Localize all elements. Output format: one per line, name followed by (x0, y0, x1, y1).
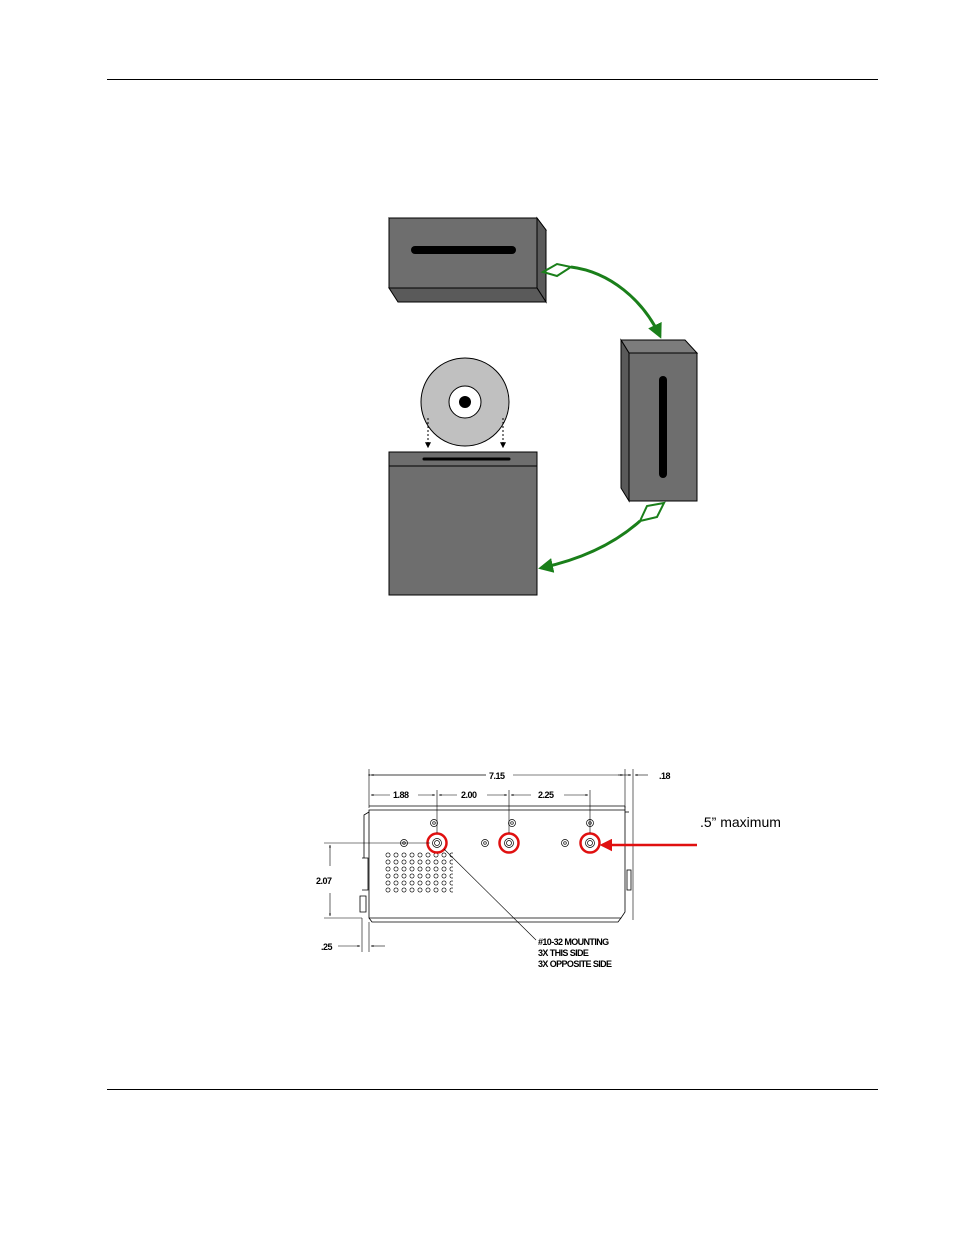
highlight-circle-1 (426, 832, 448, 854)
callout-label: .5” maximum (700, 814, 781, 830)
vertical-unit-side (620, 338, 630, 503)
side-screws (400, 839, 569, 847)
dimension-lines (324, 769, 648, 952)
horizontal-unit-bottom (388, 287, 547, 303)
dim-spacing-2: 2.00 (461, 790, 477, 800)
vertical-unit (620, 338, 699, 503)
dim-side-offset: .18 (659, 771, 671, 781)
header-rule (107, 79, 878, 80)
rotation-arrow-2 (538, 501, 666, 573)
dim-spacing-3: 2.25 (538, 790, 554, 800)
mounting-holes (432, 838, 595, 848)
mounting-note-line-3: 3X OPPOSITE SIDE (538, 959, 612, 969)
top-screws (430, 819, 594, 827)
dim-height: 2.07 (316, 876, 332, 886)
orientation-diagram (388, 216, 699, 596)
footer-rule (107, 1089, 878, 1090)
rotation-arrow-1 (540, 262, 662, 339)
dim-bottom-offset: .25 (321, 942, 333, 952)
highlight-circle-2 (498, 832, 520, 854)
mounting-note-line-1: #10-32 MOUNTING (538, 937, 609, 947)
vent-holes (385, 852, 453, 894)
horizontal-unit (388, 216, 547, 304)
vertical-unit-top (620, 339, 699, 354)
disc (420, 357, 510, 447)
chassis-side-view (359, 805, 632, 923)
mounting-note-line-2: 3X THIS SIDE (538, 948, 589, 958)
front-unit (388, 451, 538, 596)
mounting-hole-highlights (426, 832, 601, 854)
dim-overall-length: 7.15 (489, 771, 505, 781)
dim-spacing-1: 1.88 (393, 790, 409, 800)
highlight-circle-3 (579, 832, 601, 854)
